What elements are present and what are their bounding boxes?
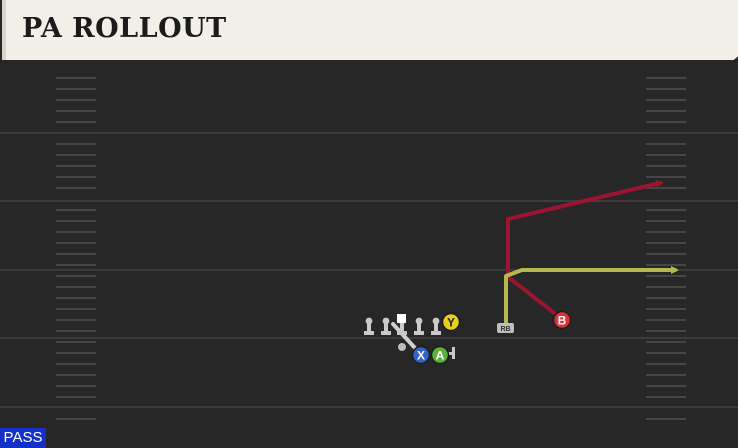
receiver-x-label: X: [417, 349, 425, 363]
qb-icon: [398, 343, 406, 351]
x-route-line: [391, 322, 417, 350]
receiver-y-label: Y: [447, 316, 455, 330]
lineman-icon: [367, 322, 371, 333]
lineman-icon: [417, 322, 421, 333]
blocker-icon: [448, 352, 454, 355]
rb-route-line: [504, 266, 679, 326]
play-type-badge: PASS: [0, 428, 46, 448]
lineman-icon: [434, 322, 438, 333]
center-marker-icon: [397, 314, 406, 323]
x-button-icon[interactable]: [411, 345, 431, 365]
y-button-icon[interactable]: [441, 312, 461, 332]
lineman-icon: [384, 322, 388, 333]
a-button-icon[interactable]: [430, 345, 450, 365]
b-button-icon[interactable]: [552, 310, 572, 330]
receiver-b-label: B: [558, 314, 567, 328]
b-route-line: [506, 180, 664, 321]
lineman-icon: [432, 317, 440, 325]
lineman-icon: [365, 317, 373, 325]
rb-label: RB: [500, 326, 510, 333]
lineman-icon: [382, 317, 390, 325]
lineman-icon: [415, 317, 423, 325]
lineman-icon: [400, 322, 404, 333]
receiver-a-label: A: [436, 349, 445, 363]
rb-badge: [497, 323, 514, 333]
play-title: PA ROLLOUT: [22, 13, 227, 44]
title-bar: PA ROLLOUT: [2, 0, 738, 60]
